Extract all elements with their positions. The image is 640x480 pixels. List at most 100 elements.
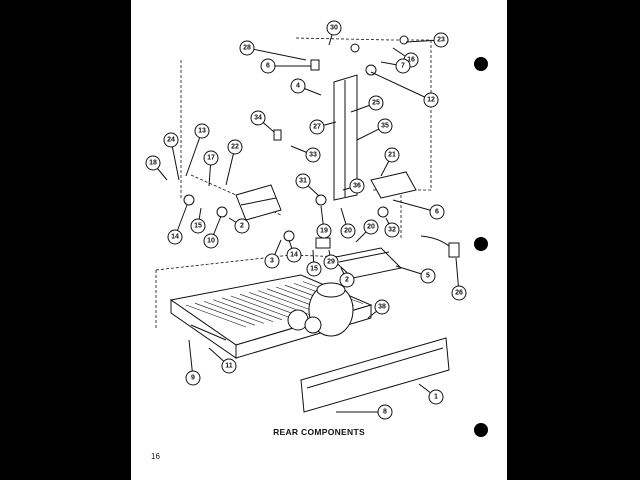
callout-20: 20: [340, 223, 356, 239]
callout-6: 6: [429, 204, 445, 220]
rear-tube-assembly: [333, 74, 358, 201]
left-bracket: [235, 184, 282, 221]
callout-label: 31: [299, 178, 307, 185]
callout-23: 23: [433, 32, 449, 48]
binder-hole-middle: [474, 237, 488, 251]
callout-label: 17: [207, 155, 215, 162]
callout-4: 4: [290, 78, 306, 94]
callout-label: 20: [367, 224, 375, 231]
callout-14: 14: [286, 247, 302, 263]
callout-label: 30: [330, 25, 338, 32]
callout-label: 11: [225, 363, 233, 370]
callout-label: 33: [309, 152, 317, 159]
callout-label: 38: [378, 304, 386, 311]
callout-11: 11: [221, 358, 237, 374]
callout-label: 23: [437, 37, 445, 44]
callout-12: 12: [423, 92, 439, 108]
callout-label: 12: [427, 97, 435, 104]
binder-hole-bottom: [474, 423, 488, 437]
leader-line: [246, 47, 307, 61]
callout-33: 33: [305, 147, 321, 163]
binder-hole-top: [474, 57, 488, 71]
callout-28: 28: [239, 40, 255, 56]
callout-3: 3: [264, 253, 280, 269]
callout-label: 3: [270, 258, 274, 265]
callout-label: 15: [310, 266, 318, 273]
callout-label: 10: [207, 238, 215, 245]
callout-label: 21: [388, 152, 396, 159]
leader-line: [392, 199, 438, 213]
callout-label: 15: [194, 223, 202, 230]
callout-15: 15: [190, 218, 206, 234]
callout-label: 25: [372, 100, 380, 107]
callout-label: 2: [345, 277, 349, 284]
callout-label: 27: [313, 124, 321, 131]
callout-label: 5: [426, 273, 430, 280]
callout-label: 7: [401, 63, 405, 70]
callout-8: 8: [377, 404, 393, 420]
callout-9: 9: [185, 370, 201, 386]
callout-25: 25: [368, 95, 384, 111]
callout-35: 35: [377, 118, 393, 134]
callout-label: 14: [171, 234, 179, 241]
drain-pan: [329, 247, 403, 279]
callout-6: 6: [260, 58, 276, 74]
callout-22: 22: [227, 139, 243, 155]
callout-label: 34: [254, 115, 262, 122]
callout-21: 21: [384, 147, 400, 163]
callout-label: 4: [296, 83, 300, 90]
callout-20: 20: [363, 219, 379, 235]
callout-34: 34: [250, 110, 266, 126]
callout-31: 31: [295, 173, 311, 189]
callout-32: 32: [384, 222, 400, 238]
rear-access-panel: [300, 337, 450, 413]
callout-label: 8: [383, 409, 387, 416]
callout-15: 15: [306, 261, 322, 277]
callout-label: 6: [435, 209, 439, 216]
callout-38: 38: [374, 299, 390, 315]
callout-label: 9: [191, 375, 195, 382]
callout-14: 14: [167, 229, 183, 245]
drain-tube-end: [448, 242, 460, 258]
diagram-title: REAR COMPONENTS: [273, 427, 365, 437]
callout-label: 36: [353, 183, 361, 190]
callout-10: 10: [203, 233, 219, 249]
callout-label: 18: [149, 160, 157, 167]
compressor: [287, 282, 354, 337]
callout-27: 27: [309, 119, 325, 135]
callout-label: 2: [240, 223, 244, 230]
callout-label: 22: [231, 144, 239, 151]
callout-label: 26: [455, 290, 463, 297]
callout-label: 29: [327, 259, 335, 266]
callout-2: 2: [339, 272, 355, 288]
callout-label: 6: [266, 63, 270, 70]
callout-26: 26: [451, 285, 467, 301]
callout-label: 24: [167, 137, 175, 144]
callout-36: 36: [349, 178, 365, 194]
callout-label: 19: [320, 228, 328, 235]
callout-label: 16: [407, 57, 415, 64]
callout-label: 13: [198, 128, 206, 135]
drain-tube: [420, 235, 452, 249]
callout-7: 7: [395, 58, 411, 74]
callout-label: 20: [344, 228, 352, 235]
callout-label: 28: [243, 45, 251, 52]
callout-label: 1: [434, 394, 438, 401]
callout-30: 30: [326, 20, 342, 36]
callout-29: 29: [323, 254, 339, 270]
callout-label: 35: [381, 123, 389, 130]
leader-line: [185, 130, 203, 177]
callout-18: 18: [145, 155, 161, 171]
page-number: 16: [151, 452, 160, 461]
callout-label: 32: [388, 227, 396, 234]
callout-19: 19: [316, 223, 332, 239]
callout-17: 17: [203, 150, 219, 166]
callout-13: 13: [194, 123, 210, 139]
callout-5: 5: [420, 268, 436, 284]
callout-2: 2: [234, 218, 250, 234]
leader-line: [370, 71, 432, 101]
right-bracket: [370, 171, 417, 199]
callout-label: 14: [290, 252, 298, 259]
